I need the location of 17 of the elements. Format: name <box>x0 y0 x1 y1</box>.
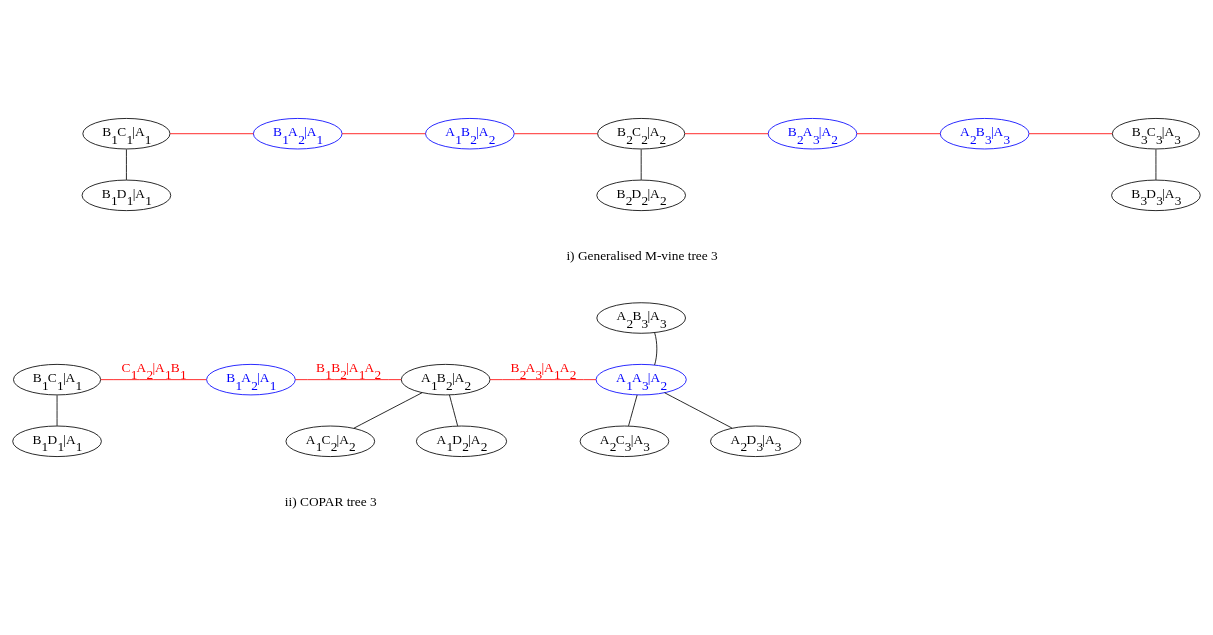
label: ii) COPAR tree 3 <box>284 493 377 509</box>
connector <box>353 391 423 429</box>
connector <box>169 132 254 134</box>
connector <box>126 148 127 180</box>
connector <box>341 132 426 134</box>
connector <box>449 394 459 426</box>
connector <box>684 132 769 134</box>
connector <box>664 391 733 428</box>
label: i) Generalised M-vine tree 3 <box>566 247 718 263</box>
connector <box>489 378 597 380</box>
connector <box>100 378 207 380</box>
connector <box>856 132 941 134</box>
connector <box>628 394 638 426</box>
connector <box>654 331 658 365</box>
connector <box>294 378 402 380</box>
connector <box>1028 132 1113 134</box>
connector <box>513 132 598 134</box>
